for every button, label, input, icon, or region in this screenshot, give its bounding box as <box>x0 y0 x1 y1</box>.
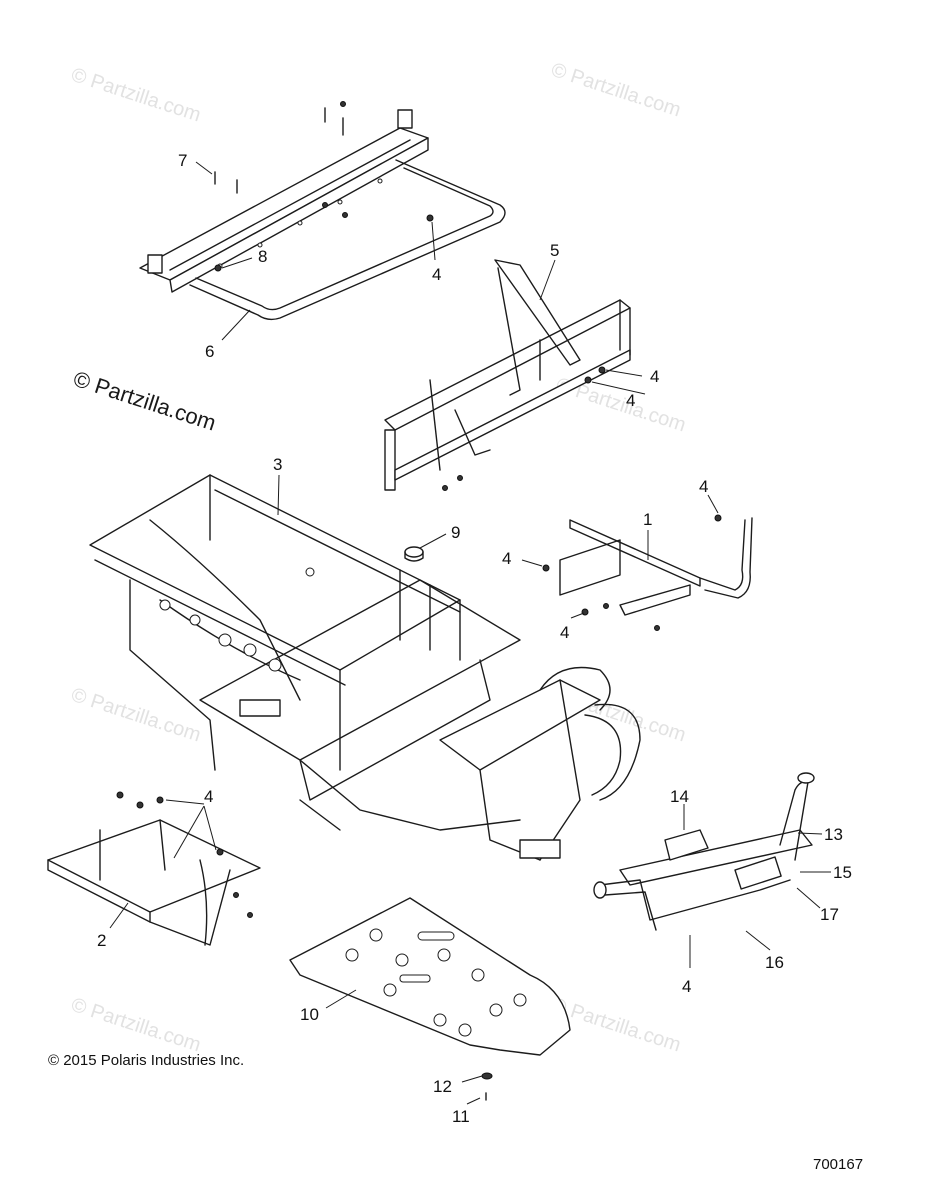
callout-6: 6 <box>205 342 214 361</box>
callout-2: 2 <box>97 931 106 950</box>
grommet-screw-part <box>481 1072 493 1101</box>
left-skid-frame-part <box>47 791 261 946</box>
callout-14: 14 <box>670 787 689 806</box>
plug-part <box>404 546 424 562</box>
callout-9: 9 <box>451 523 460 542</box>
mount-plate-part <box>664 829 709 861</box>
callout-4: 4 <box>650 367 659 386</box>
callout-5: 5 <box>550 241 559 260</box>
rear-bracket-part <box>542 514 753 631</box>
watermark-main: © Partzilla.com <box>70 366 219 436</box>
callout-labels: 7 8 4 6 5 4 4 3 9 1 4 4 4 4 14 13 15 17 … <box>97 151 852 1126</box>
copyright-text: © 2015 Polaris Industries Inc. <box>48 1052 245 1069</box>
callout-4: 4 <box>432 265 441 284</box>
callout-4: 4 <box>626 391 635 410</box>
watermark-faint: © Partzilla.com <box>68 64 203 127</box>
callout-17: 17 <box>820 905 839 924</box>
front-bumper-part <box>593 772 815 931</box>
watermark-faint: © Partzilla.com <box>548 59 683 122</box>
rear-tray-frame-part <box>139 101 506 321</box>
callout-11: 11 <box>452 1107 470 1126</box>
watermark-faint: © Partzilla.com <box>68 684 203 747</box>
callout-16: 16 <box>765 953 784 972</box>
callout-10: 10 <box>300 1005 319 1024</box>
callout-8: 8 <box>258 247 267 266</box>
callout-4: 4 <box>699 477 708 496</box>
diagram-id: 700167 <box>813 1156 864 1173</box>
skid-plate-part <box>289 897 571 1056</box>
callout-4: 4 <box>682 977 691 996</box>
callout-3: 3 <box>273 455 282 474</box>
callout-12: 12 <box>433 1077 452 1096</box>
rear-cross-frame-part <box>384 259 631 491</box>
leader-lines <box>109 161 831 1105</box>
callout-15: 15 <box>833 863 852 882</box>
callout-4: 4 <box>502 549 511 568</box>
callout-7: 7 <box>178 151 187 170</box>
callout-1: 1 <box>643 510 652 529</box>
main-chassis-part <box>89 474 641 861</box>
callout-4: 4 <box>560 623 569 642</box>
watermark-faint: © Partzilla.com <box>68 994 203 1057</box>
callout-13: 13 <box>824 825 843 844</box>
callout-4: 4 <box>204 787 213 806</box>
